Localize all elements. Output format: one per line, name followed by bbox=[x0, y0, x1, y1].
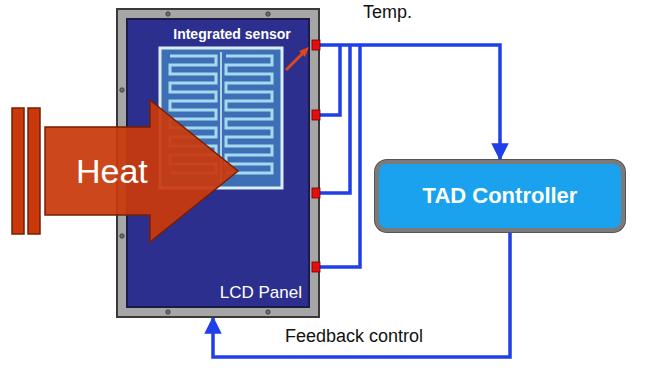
heat-arrow-box: Heat bbox=[0, 96, 240, 246]
controller-label: TAD Controller bbox=[423, 183, 578, 209]
sensor-label: Integrated sensor bbox=[132, 26, 332, 42]
connector-label: Feedback control bbox=[285, 326, 423, 347]
connector-label: Temp. bbox=[363, 2, 412, 23]
panel-label: LCD Panel bbox=[220, 283, 302, 303]
heat-label: Heat bbox=[76, 152, 148, 191]
controller-box: TAD Controller bbox=[375, 160, 625, 232]
signal-connector bbox=[318, 45, 500, 267]
